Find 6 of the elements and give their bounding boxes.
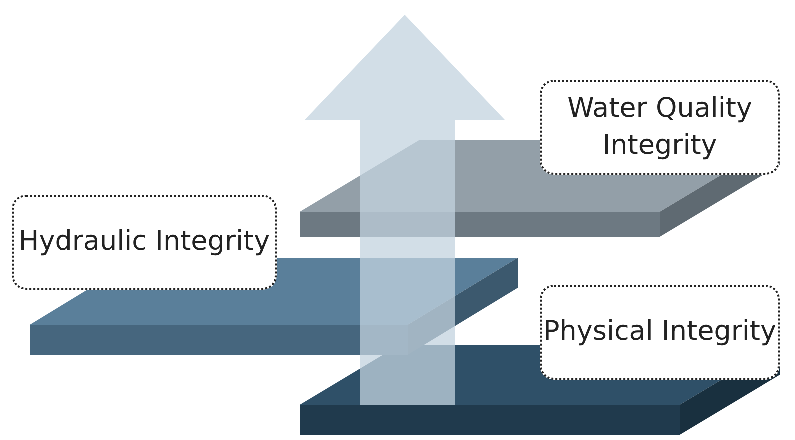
label-text: Hydraulic Integrity xyxy=(18,225,270,260)
label-box xyxy=(540,80,780,175)
label-box xyxy=(12,195,277,290)
label-text: Physical Integrity xyxy=(544,315,776,350)
label-text: Water Quality Integrity xyxy=(566,92,754,162)
label-box xyxy=(540,285,780,380)
